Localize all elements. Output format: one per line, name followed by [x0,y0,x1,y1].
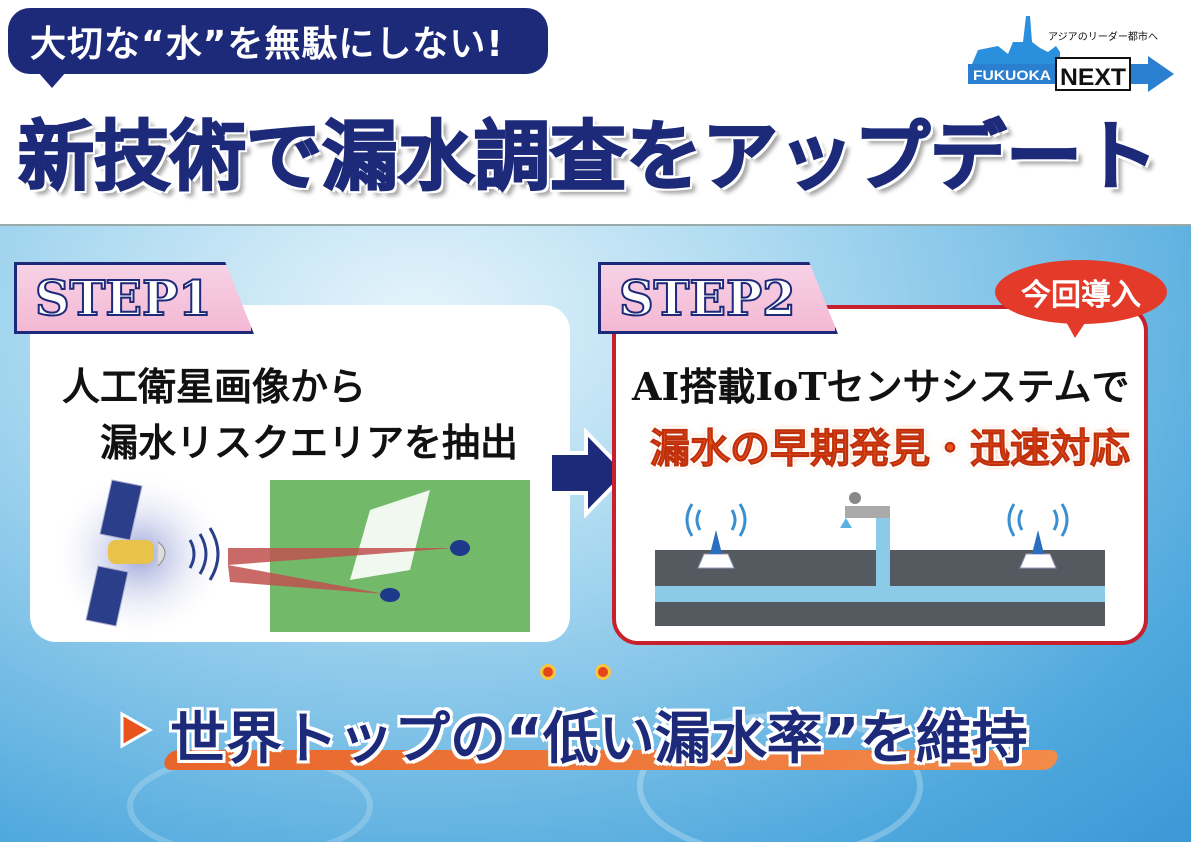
next-step-arrow-icon [548,428,629,518]
footer-message: 世界トップの“低い漏水率”を維持 [170,707,1028,772]
header: 大切な“水”を無駄にしない! FUKUOKA NEXT アジアのリーダー都市へ … [0,0,1191,226]
page-title: 新技術で漏水調査をアップデート [17,111,1159,202]
step1-line1: 人工衛星画像から [62,365,367,409]
emphasis-dot [540,664,556,680]
step2-line2: 漏水の早期発見・迅速対応 [650,426,1131,473]
pipe-sensor-illustration [655,492,1105,626]
emphasis-dot [595,664,611,680]
fukuoka-next-logo: FUKUOKA NEXT アジアのリーダー都市へ [968,16,1174,92]
step2-line1: AI搭載IoTセンサシステムで [632,364,1130,409]
satellite-icon [85,479,220,627]
sensor-icon [1007,503,1069,569]
logo-word2: NEXT [1060,64,1126,91]
sensor-icon [685,503,747,569]
logo-subtitle: アジアのリーダー都市へ [1048,30,1158,43]
beam [228,548,455,565]
risk-area-marker [450,540,470,556]
step2-tab: STEP2 [598,262,838,334]
satellite-map-illustration [50,470,530,640]
play-triangle-icon [120,711,154,749]
step1-tab: STEP1 [14,262,254,334]
faucet-icon [840,492,890,528]
tagline-bubble: 大切な“水”を無駄にしない! [8,8,548,88]
new-introduction-badge: 今回導入 [995,260,1167,338]
step1-line2: 漏水リスクエリアを抽出 [100,421,519,465]
risk-area-marker [380,588,400,602]
logo-word1: FUKUOKA [973,67,1051,83]
